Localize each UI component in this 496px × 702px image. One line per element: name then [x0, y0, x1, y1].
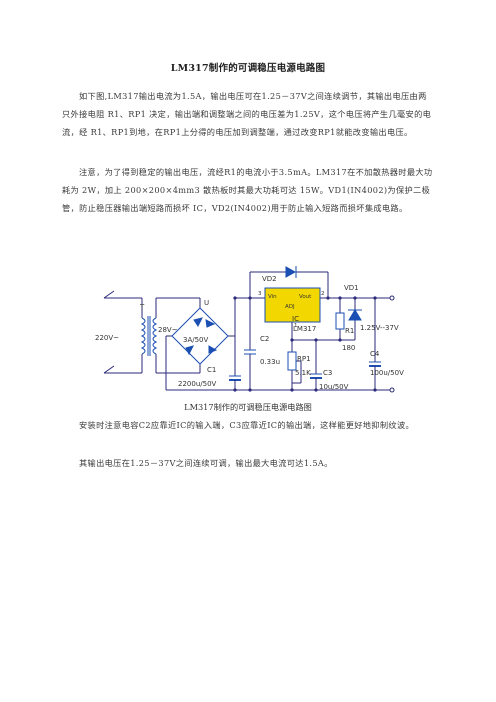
label-c3-value: 10u/50V	[319, 383, 349, 391]
label-pin3-in: 3	[258, 291, 262, 297]
label-rp1: RP1	[297, 355, 311, 363]
junction-dot	[314, 388, 318, 392]
bridge-diode-2	[205, 319, 216, 328]
r1-resistor	[335, 312, 345, 330]
label-ic-adj: ADJ	[285, 304, 295, 310]
junction-dot	[338, 338, 342, 342]
output-terminal-plus	[389, 295, 395, 301]
label-c4-value: 100u/50V	[370, 369, 404, 377]
label-vd1: VD1	[344, 284, 359, 292]
label-input-voltage: 220V~	[95, 334, 119, 342]
transformer-primary-coil	[140, 317, 146, 355]
vd1-diode	[348, 309, 362, 321]
wire-ac-terminal-bottom	[103, 365, 115, 374]
bridge-diode-1	[193, 317, 203, 327]
label-r1: R1	[345, 327, 354, 335]
label-secondary-voltage: 28V~	[158, 326, 178, 334]
junction-dot	[326, 296, 330, 300]
label-ic-vout: Vout	[299, 294, 312, 300]
bridge-diode-4	[208, 345, 218, 354]
figure-caption: LM317制作的可调稳压电源电路图	[184, 402, 312, 412]
label-ic-part: LM317	[293, 325, 316, 333]
label-c1: C1	[207, 366, 216, 374]
junction-dot	[290, 338, 294, 342]
junction-dot	[338, 296, 342, 300]
junction-dot	[373, 296, 377, 300]
label-transformer: T	[139, 303, 145, 311]
vd2-diode	[285, 266, 297, 278]
transformer-secondary-coil	[152, 317, 158, 355]
label-ic: IC	[292, 315, 299, 323]
paragraph-output-range: 其输出电压在1.25－37V之间连续可调，输出最大电流可达1.5A。	[79, 458, 333, 468]
junction-dot	[248, 296, 252, 300]
label-c3: C3	[323, 369, 332, 377]
label-ic-vin: Vin	[268, 294, 277, 300]
label-output-range: 1.25V--37V	[360, 324, 399, 332]
output-terminal-minus	[389, 387, 395, 393]
paragraph-intro: 如下图,LM317输出电流为1.5A，输出电压可在1.25－37V之间连续调节，…	[62, 91, 432, 137]
ic-lm317	[264, 287, 321, 323]
paragraph-installation: 安装时注意电容C2应靠近IC的输入端，C3应靠近IC的输出端，这样能更好地抑制纹…	[79, 420, 415, 430]
junction-dot	[233, 296, 237, 300]
label-rp1-value: 5.1K	[295, 369, 311, 377]
label-bridge-rating: 3A/50V	[183, 336, 209, 344]
label-r1-value: 180	[342, 344, 355, 352]
label-pin1-adj: 1	[294, 323, 298, 329]
label-c2: C2	[260, 335, 269, 343]
junction-dot	[353, 296, 357, 300]
junction-dot	[290, 388, 294, 392]
rp1-potentiometer	[287, 351, 297, 371]
label-pin2-out: 2	[321, 291, 325, 297]
bridge-rectifier	[171, 307, 229, 365]
label-c1-value: 2200u/50V	[178, 380, 217, 388]
page-title: LM317制作的可调稳压电源电路图	[170, 63, 326, 74]
wire-ac-terminal-top	[103, 290, 115, 299]
label-c4: C4	[370, 350, 380, 358]
bridge-diode-3	[185, 345, 194, 356]
circuit-diagram: 220V~ T 28V~ U 3A/50V VD2 VD1 IC LM317 R…	[95, 266, 404, 393]
junction-dot	[248, 388, 252, 392]
junction-dot	[233, 388, 237, 392]
junction-dot	[373, 388, 377, 392]
paragraph-notes: 注意，为了得到稳定的输出电压，流经R1的电流小于3.5mA。LM317在不加散热…	[62, 167, 433, 213]
label-bridge: U	[204, 299, 209, 307]
junction-dot	[314, 338, 318, 342]
label-vd2: VD2	[262, 275, 277, 283]
label-c2-value: 0.33u	[260, 358, 280, 366]
